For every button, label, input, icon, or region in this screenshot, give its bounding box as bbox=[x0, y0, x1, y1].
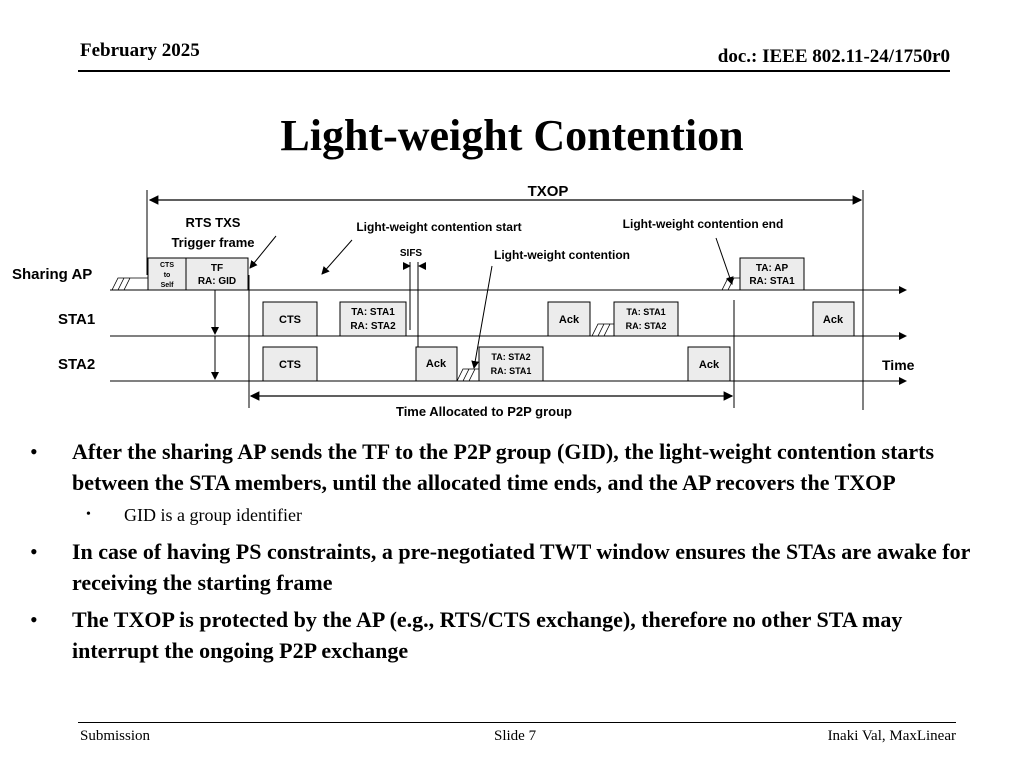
rts-txs-label: RTS TXS bbox=[186, 215, 241, 230]
row-label-sta2: STA2 bbox=[58, 356, 95, 373]
frame-label: TA: AP bbox=[756, 263, 789, 274]
time-label: Time bbox=[882, 357, 915, 373]
bullet-dot: • bbox=[30, 539, 38, 564]
sub-bullet-text: GID is a group identifier bbox=[124, 505, 302, 525]
frame-label: Ack bbox=[426, 358, 447, 370]
frame-sta2-data: TA: STA2 RA: STA1 bbox=[478, 346, 544, 382]
txop-label: TXOP bbox=[528, 183, 569, 200]
frame-label: TA: STA2 bbox=[491, 352, 530, 362]
frame-label: Self bbox=[161, 282, 175, 289]
frame-tf: TF RA: GID bbox=[185, 257, 249, 291]
footer-divider bbox=[78, 722, 956, 723]
frame-sta1-data2: TA: STA1 RA: STA2 bbox=[613, 301, 679, 337]
frame-label: TA: STA1 bbox=[626, 307, 665, 317]
bullet-item: • The TXOP is protected by the AP (e.g.,… bbox=[30, 604, 990, 666]
bullet-list: • After the sharing AP sends the TF to t… bbox=[30, 436, 990, 672]
bullet-item: • In case of having PS constraints, a pr… bbox=[30, 536, 990, 598]
frame-sta2-ack2: Ack bbox=[687, 346, 731, 382]
allocated-time-label: Time Allocated to P2P group bbox=[396, 404, 572, 419]
frame-label: TF bbox=[211, 263, 223, 274]
trigger-frame-arrow bbox=[249, 235, 277, 269]
frame-label: RA: STA1 bbox=[749, 276, 795, 287]
frame-sta2-ack1: Ack bbox=[415, 346, 458, 382]
footer-author: Inaki Val, MaxLinear bbox=[827, 728, 956, 744]
lw-end-label: Light-weight contention end bbox=[623, 217, 784, 231]
backoff-ramp-ap2 bbox=[721, 277, 740, 291]
frame-label: Ack bbox=[699, 359, 720, 371]
sifs-label: SIFS bbox=[400, 248, 423, 259]
frame-label: CTS bbox=[279, 359, 301, 371]
header-divider bbox=[78, 70, 950, 72]
frame-sta1-ack1: Ack bbox=[547, 301, 591, 337]
footer-submission: Submission bbox=[80, 728, 151, 744]
frame-label: RA: STA1 bbox=[491, 366, 532, 376]
frame-label: RA: STA2 bbox=[350, 321, 396, 332]
frame-label: to bbox=[164, 272, 171, 279]
lw-contention-label: Light-weight contention bbox=[494, 248, 630, 262]
frame-label: TA: STA1 bbox=[351, 307, 395, 318]
frame-sta1-data1: TA: STA1 RA: STA2 bbox=[339, 301, 407, 337]
bullet-item: • After the sharing AP sends the TF to t… bbox=[30, 436, 990, 498]
frame-label: CTS bbox=[279, 314, 301, 326]
footer-slide-number: Slide 7 bbox=[494, 728, 537, 744]
frame-sta1-cts: CTS bbox=[262, 301, 318, 337]
lw-end-arrow bbox=[715, 237, 734, 285]
frame-sta1-ack2: Ack bbox=[812, 301, 855, 337]
frame-label: RA: STA2 bbox=[626, 321, 667, 331]
frame-ap-final: TA: AP RA: STA1 bbox=[739, 257, 805, 291]
backoff-ramp-sta2 bbox=[456, 368, 479, 382]
backoff-ramp-ap1 bbox=[111, 277, 148, 291]
sub-bullet-item: • GID is a group identifier bbox=[30, 504, 990, 526]
bullet-text: The TXOP is protected by the AP (e.g., R… bbox=[72, 607, 903, 663]
row-label-sta1: STA1 bbox=[58, 311, 95, 328]
backoff-ramp-sta1 bbox=[591, 323, 614, 337]
frame-label: RA: GID bbox=[198, 276, 236, 287]
bullet-text: After the sharing AP sends the TF to the… bbox=[72, 439, 935, 495]
frame-cts-to-self: CTS to Self bbox=[147, 257, 187, 291]
frame-label: Ack bbox=[823, 314, 844, 326]
slide-title: Light-weight Contention bbox=[280, 111, 744, 160]
bullet-dot: • bbox=[86, 507, 91, 522]
frame-label: CTS bbox=[160, 262, 174, 269]
bullet-dot: • bbox=[30, 439, 38, 464]
lw-start-label: Light-weight contention start bbox=[356, 220, 521, 234]
lw-start-arrow bbox=[321, 239, 353, 275]
row-label-sharing-ap: Sharing AP bbox=[12, 266, 92, 283]
frame-sta2-cts: CTS bbox=[262, 346, 318, 382]
bullet-text: In case of having PS constraints, a pre-… bbox=[72, 539, 970, 595]
header-doc-id: doc.: IEEE 802.11-24/1750r0 bbox=[717, 46, 950, 67]
bullet-dot: • bbox=[30, 607, 38, 632]
lw-contention-arrow bbox=[471, 265, 493, 369]
frame-label: Ack bbox=[559, 314, 580, 326]
header-date: February 2025 bbox=[80, 40, 200, 61]
trigger-frame-label: Trigger frame bbox=[171, 235, 254, 250]
timing-diagram: TXOP RTS TXS Trigger frame Light-weight … bbox=[12, 183, 915, 419]
